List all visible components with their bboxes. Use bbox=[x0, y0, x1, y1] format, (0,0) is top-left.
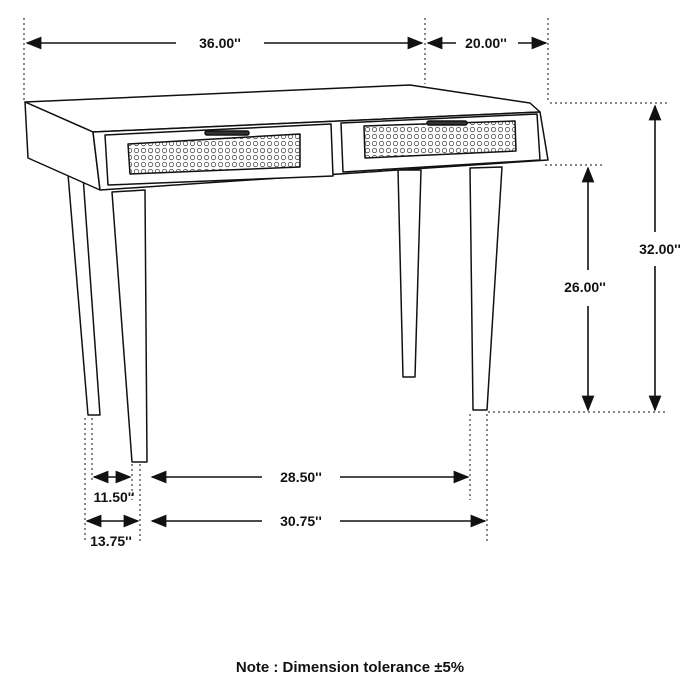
desk-drawing bbox=[24, 84, 549, 463]
inner-width-legs-label: 28.50'' bbox=[280, 469, 322, 485]
back-left-leg bbox=[66, 161, 101, 416]
right-drawer-cane-panel bbox=[363, 120, 517, 159]
width-label: 36.00'' bbox=[199, 35, 241, 51]
tolerance-note: Note : Dimension tolerance ±5% bbox=[235, 659, 465, 676]
leg-height-label: 26.00'' bbox=[564, 279, 606, 295]
outer-width-legs-label: 30.75'' bbox=[280, 513, 322, 529]
front-right-leg bbox=[469, 166, 503, 411]
depth-label: 20.00'' bbox=[465, 35, 507, 51]
dimension-arrows bbox=[25, 36, 662, 528]
inner-depth-legs-label: 11.50'' bbox=[94, 489, 135, 505]
left-drawer-handle bbox=[204, 130, 250, 136]
front-left-leg bbox=[111, 189, 148, 463]
back-right-leg bbox=[397, 169, 422, 378]
left-drawer-cane-panel bbox=[127, 133, 301, 175]
right-drawer-handle bbox=[426, 120, 468, 126]
extension-lines bbox=[23, 18, 668, 542]
outer-depth-legs-label: 13.75'' bbox=[90, 533, 132, 549]
height-label: 32.00'' bbox=[639, 241, 681, 257]
